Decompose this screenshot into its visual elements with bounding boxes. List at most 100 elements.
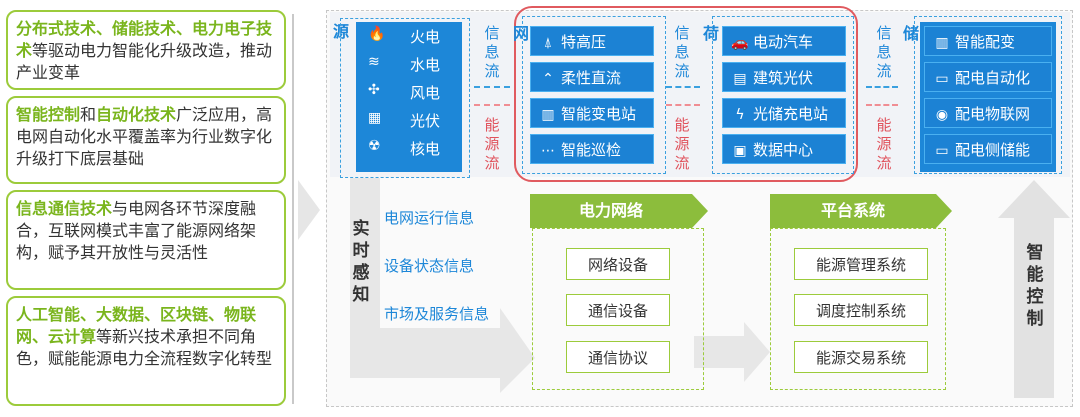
source-item-label: 核电 [410, 140, 441, 158]
source-item-label: 风电 [410, 84, 441, 102]
load-item-label: 电动汽车 [753, 33, 814, 51]
grid-item: ⍋ 特高压 [530, 26, 654, 56]
highlight-text: 智能控制 [16, 105, 81, 124]
storage-item: ▭ 配电侧储能 [924, 134, 1052, 164]
power-network-title: 电力网络 [578, 201, 643, 220]
fire-icon: 🔥 [368, 26, 386, 42]
source-item-label: 水电 [410, 56, 441, 74]
nuclear-icon: ☢ [368, 138, 381, 154]
load-label: 荷 [702, 24, 719, 43]
energy-flow-label-2: 能源流 [674, 116, 690, 172]
platform-header-shape [770, 194, 952, 228]
comm-protocol-box: 通信协议 [566, 341, 670, 373]
info-flow-arrow-3 [866, 86, 898, 88]
storage-item-label: 配电物联网 [955, 105, 1031, 123]
energy-flow-label-1: 能源流 [484, 116, 500, 172]
wind-icon: ✣ [368, 82, 380, 98]
grid-item-label: 智能巡检 [561, 141, 622, 159]
meter-icon: ▥ [935, 35, 949, 51]
water-icon: ≋ [368, 54, 380, 70]
storage-item: ▭ 配电自动化 [924, 62, 1052, 92]
left-big-arrow [350, 178, 535, 393]
source-item-label: 光伏 [410, 112, 441, 130]
load-dashed-frame [712, 16, 854, 174]
smart-control-label: 智能控制 [1026, 243, 1044, 329]
right-big-arrow [998, 180, 1070, 398]
energy-mgmt-box: 能源管理系统 [794, 248, 928, 280]
datacenter-icon: ▣ [733, 143, 747, 159]
text-box-1: 分布式技术、储能技术、电力电子技术等驱动电力智能化升级改造，推动产业变革 [6, 10, 286, 90]
text-box-content: 分布式技术、储能技术、电力电子技术等驱动电力智能化升级改造，推动产业变革 [16, 19, 272, 82]
storage-item: ▥ 智能配变 [924, 26, 1052, 56]
highlight-text: 信息通信技术 [16, 199, 113, 218]
source-panel [356, 22, 462, 172]
energy-flow-arrow-2 [666, 104, 700, 106]
storage-item-label: 配电自动化 [955, 69, 1031, 87]
grid-load-highlight-frame [514, 6, 858, 182]
network-device-box: 网络设备 [566, 248, 670, 280]
energy-flow-arrow-1 [474, 104, 510, 106]
text-box-content: 信息通信技术与电网各环节深度融合，互联网模式丰富了能源网络架构，赋予其开放性与灵… [16, 199, 256, 262]
load-item-label: 建筑光伏 [753, 69, 814, 87]
info-flow-arrow-1 [474, 86, 510, 88]
load-item: 🚗电动汽车 [722, 26, 846, 56]
info-item-market-service: 市场及服务信息 [384, 305, 490, 323]
text-box-4: 人工智能、大数据、区块链、物联网、云计算等新兴技术承担不同角色，赋能能源电力全流… [6, 296, 286, 406]
grid-item: ⋯智能巡检 [530, 134, 654, 164]
body-text: 广泛应用，高电网自动化水平覆盖率为行业数字化升级打下底层基础 [16, 105, 273, 168]
body-text: 与电网各环节深度融合，互联网模式丰富了能源网络架构，赋予其开放性与灵活性 [16, 199, 257, 262]
info-item-grid-operation: 电网运行信息 [384, 209, 475, 227]
text-box-content: 人工智能、大数据、区块链、物联网、云计算等新兴技术承担不同角色，赋能能源电力全流… [16, 305, 272, 368]
middle-arrow [694, 322, 770, 382]
info-flow-label-2: 信息流 [674, 24, 690, 80]
iot-icon: ◉ [935, 107, 949, 123]
grid-item: ⌃ 柔性直流 [530, 62, 654, 92]
energy-trade-box: 能源交易系统 [794, 341, 928, 373]
energy-flow-label-3: 能源流 [876, 116, 892, 172]
power-network-frame [532, 228, 704, 390]
text-box-3: 信息通信技术与电网各环节深度融合，互联网模式丰富了能源网络架构，赋予其开放性与灵… [6, 190, 286, 290]
tower-icon: ⍋ [543, 35, 553, 51]
load-item-label: 数据中心 [753, 141, 814, 159]
storage-item-label: 配电侧储能 [955, 141, 1031, 159]
info-item-device-status: 设备状态信息 [384, 257, 475, 275]
car-icon: 🚗 [731, 35, 749, 51]
storage-dashed-frame [914, 16, 1062, 174]
highlight-text: 自动化技术 [96, 105, 177, 124]
platform-frame [770, 228, 946, 390]
info-flow-label-1: 信息流 [484, 24, 500, 80]
bracket-arrow-icon [298, 180, 320, 240]
source-dashed-frame [340, 18, 470, 178]
energy-flow-arrow-3 [866, 104, 898, 106]
power-network-header-shape [530, 194, 708, 228]
load-item: ▤ 建筑光伏 [722, 62, 846, 92]
source-item-label: 火电 [410, 28, 441, 46]
storage-item: ◉ 配电物联网 [924, 98, 1052, 128]
grid-label: 网 [512, 24, 529, 43]
text-box-2: 智能控制和自动化技术广泛应用，高电网自动化水平覆盖率为行业数字化升级打下底层基础 [6, 96, 286, 184]
battery-icon: ▭ [935, 143, 949, 159]
text-box-content: 智能控制和自动化技术广泛应用，高电网自动化水平覆盖率为行业数字化升级打下底层基础 [16, 105, 272, 168]
grid-dashed-frame [522, 16, 666, 174]
load-item-label: 光储充电站 [753, 105, 829, 123]
grid-item-label: 智能变电站 [561, 105, 637, 123]
body-text: 等驱动电力智能化升级改造，推动产业变革 [16, 41, 273, 82]
storage-item-label: 智能配变 [955, 33, 1016, 51]
dispatch-control-box: 调度控制系统 [794, 294, 928, 326]
dc-icon: ⌃ [542, 71, 554, 87]
grid-item: ▥ 智能变电站 [530, 98, 654, 128]
load-item: ▣ 数据中心 [722, 134, 846, 164]
substation-icon: ▥ [541, 107, 555, 123]
info-flow-arrow-2 [666, 86, 700, 88]
grid-item-label: 特高压 [561, 33, 607, 51]
highlight-text: 人工智能、大数据、区块链、物联网、云计算 [16, 305, 257, 346]
auto-icon: ▭ [935, 71, 949, 87]
solar-icon: ▦ [368, 110, 382, 126]
left-bracket [292, 14, 314, 404]
body-text: 等新兴技术承担不同角色，赋能能源电力全流程数字化转型 [16, 327, 273, 368]
building-icon: ▤ [733, 71, 747, 87]
info-flow-label-3: 信息流 [876, 24, 892, 80]
grid-item-label: 柔性直流 [561, 69, 622, 87]
body-text: 和 [80, 105, 97, 124]
